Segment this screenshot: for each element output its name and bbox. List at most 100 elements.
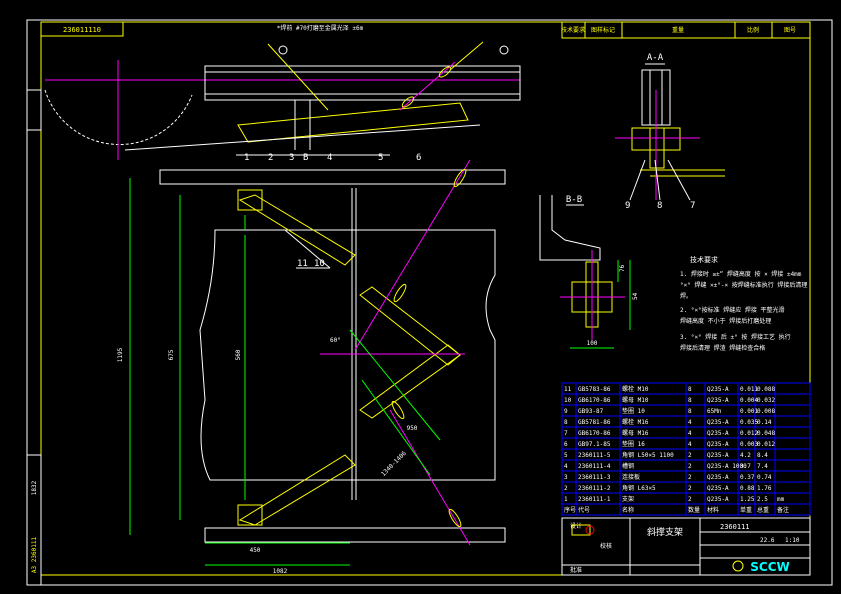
bom-cell: 1	[564, 496, 568, 503]
svg-text:B: B	[303, 153, 308, 163]
bom-cell: 0.004	[740, 397, 758, 404]
bom-cell: 垫圈 10	[622, 407, 645, 415]
hdr-tab-1: 技术要求	[561, 26, 585, 34]
bom-cell: 2360111-3	[578, 474, 611, 481]
title-drawing-no: 2360111	[720, 523, 750, 531]
bom-cell: 连接板	[622, 473, 640, 481]
bom-cell: 螺母 M16	[622, 429, 649, 437]
bom-header-cell: 总重	[757, 506, 769, 514]
bom-cell: 8	[564, 419, 568, 426]
bom-cell: mm	[777, 496, 785, 503]
hdr-tab-5: 图号	[784, 27, 796, 34]
bom-cell: 11	[564, 386, 572, 393]
svg-text:°×° 焊缝 ×±°-× 按焊缝标准执行 焊接后清理: °×° 焊缝 ×±°-× 按焊缝标准执行 焊接后清理	[680, 281, 807, 289]
left-side-labels: 1832 A3 2360111	[26, 89, 42, 586]
bom-cell: 8	[688, 397, 692, 404]
title-checker: 校核	[600, 542, 612, 550]
tech-req-title: 技术要求	[690, 255, 718, 264]
bom-cell: 角钢 L63×5	[622, 484, 656, 492]
dim-h3: 560	[235, 349, 242, 360]
section-aa-title: A-A	[647, 53, 664, 63]
bom-cell: 0.74	[757, 474, 772, 481]
svg-text:7: 7	[690, 201, 695, 211]
title-part-name: 斜撑支架	[647, 526, 683, 538]
bom-cell: 1.76	[757, 485, 772, 492]
bom-cell: 1.25	[740, 496, 755, 503]
svg-text:8: 8	[657, 201, 662, 211]
bom-cell: 2360111-2	[578, 485, 611, 492]
svg-text:3. °×° 焊接 后 ±° 按 焊接工艺 执行: 3. °×° 焊接 后 ±° 按 焊接工艺 执行	[680, 333, 791, 341]
bom-cell: Q235-A	[707, 452, 729, 459]
bom-header-cell: 材料	[707, 506, 719, 514]
part-callouts-top: 1 2 3 B 4 5 6	[244, 153, 421, 163]
title-scale: 1:10	[785, 537, 800, 544]
bom-cell: 2	[688, 496, 692, 503]
bom-cell: 0.001	[740, 408, 758, 415]
bom-cell: GB6170-86	[578, 397, 611, 404]
frame-outer	[26, 19, 833, 586]
bom-cell: 7	[564, 430, 568, 437]
svg-text:6: 6	[416, 153, 421, 163]
section-aa: A-A 9 8 7	[615, 53, 725, 211]
bom-cell: 0.012	[740, 430, 758, 437]
bom-header-cell: 数量	[688, 506, 700, 514]
bom-cell: 0.048	[757, 430, 775, 437]
dim-angle: 60°	[330, 337, 341, 344]
bom-cell: 4.2	[740, 452, 751, 459]
bom-cell: 0.088	[757, 386, 775, 393]
bom-cell: 8.4	[757, 452, 768, 459]
bom-cell: 螺栓 M10	[622, 385, 649, 393]
bom-cell: 0.14	[757, 419, 772, 426]
dim-w1: 450	[250, 547, 261, 554]
dim-diag1: 950	[407, 425, 418, 432]
left-box-label: 1832	[31, 480, 38, 495]
bom-cell: 2360111-1	[578, 496, 611, 503]
bom-cell: GB6170-86	[578, 430, 611, 437]
svg-text:1. 焊接时 ≥±“ 焊缝高度 按 × 焊接 ±4mm: 1. 焊接时 ≥±“ 焊缝高度 按 × 焊接 ±4mm	[680, 270, 802, 278]
bom-cell: 4	[564, 463, 568, 470]
section-bb-title: B-B	[566, 195, 582, 205]
svg-text:焊缝高度 不小于 焊接后打磨处理: 焊缝高度 不小于 焊接后打磨处理	[680, 317, 771, 325]
bom-cell: Q235-A	[707, 419, 729, 426]
frame-inner	[40, 21, 811, 576]
bom-cell: 2	[688, 452, 692, 459]
bom-cell: 3	[564, 474, 568, 481]
hdr-tab-4: 比例	[747, 26, 759, 34]
bom-cell: 2360111-4	[578, 463, 611, 470]
svg-text:焊。: 焊。	[680, 292, 692, 300]
bom-cell: 角钢 L50×5 1100	[622, 451, 674, 459]
bom-header-cell: 单重	[740, 506, 752, 514]
bom-cell: Q235-A	[707, 397, 729, 404]
bom-cell: 2360111-5	[578, 452, 611, 459]
bom-cell: 10	[564, 397, 572, 404]
svg-text:76: 76	[619, 264, 626, 272]
svg-text:2: 2	[268, 153, 273, 163]
bom-cell: 槽钢	[622, 462, 634, 470]
bom-cell: 0.011	[740, 386, 758, 393]
top-note: *焊前 #70打磨至金属光泽 ±6m	[277, 24, 364, 32]
bom-cell: 3.7	[740, 463, 751, 470]
svg-text:5: 5	[378, 153, 383, 163]
dim-w2: 1082	[273, 568, 288, 575]
bom-cell: 4	[688, 419, 692, 426]
bom-cell: 65Mn	[707, 408, 722, 415]
dim-overall-height: 1195	[117, 347, 124, 362]
drawing-code-box	[40, 21, 124, 37]
title-company: SCCW	[750, 560, 790, 574]
bom-cell: GB5781-86	[578, 419, 611, 426]
bom-cell: 支架	[622, 495, 634, 503]
svg-text:11: 11	[297, 259, 308, 269]
part-callouts-front: 11 10	[284, 229, 331, 269]
bom-header-cell: 序号	[564, 506, 576, 514]
bom-cell: 螺栓 M16	[622, 418, 649, 426]
bom-cell: Q235-A	[707, 496, 729, 503]
dim-h2: 675	[168, 349, 175, 360]
bom-cell: 垫圈 16	[622, 440, 645, 448]
hdr-tab-3: 重量	[672, 26, 684, 34]
svg-text:10: 10	[314, 259, 325, 269]
bom-cell: 0.008	[757, 408, 775, 415]
svg-text:3: 3	[289, 153, 294, 163]
svg-text:54: 54	[632, 292, 639, 300]
